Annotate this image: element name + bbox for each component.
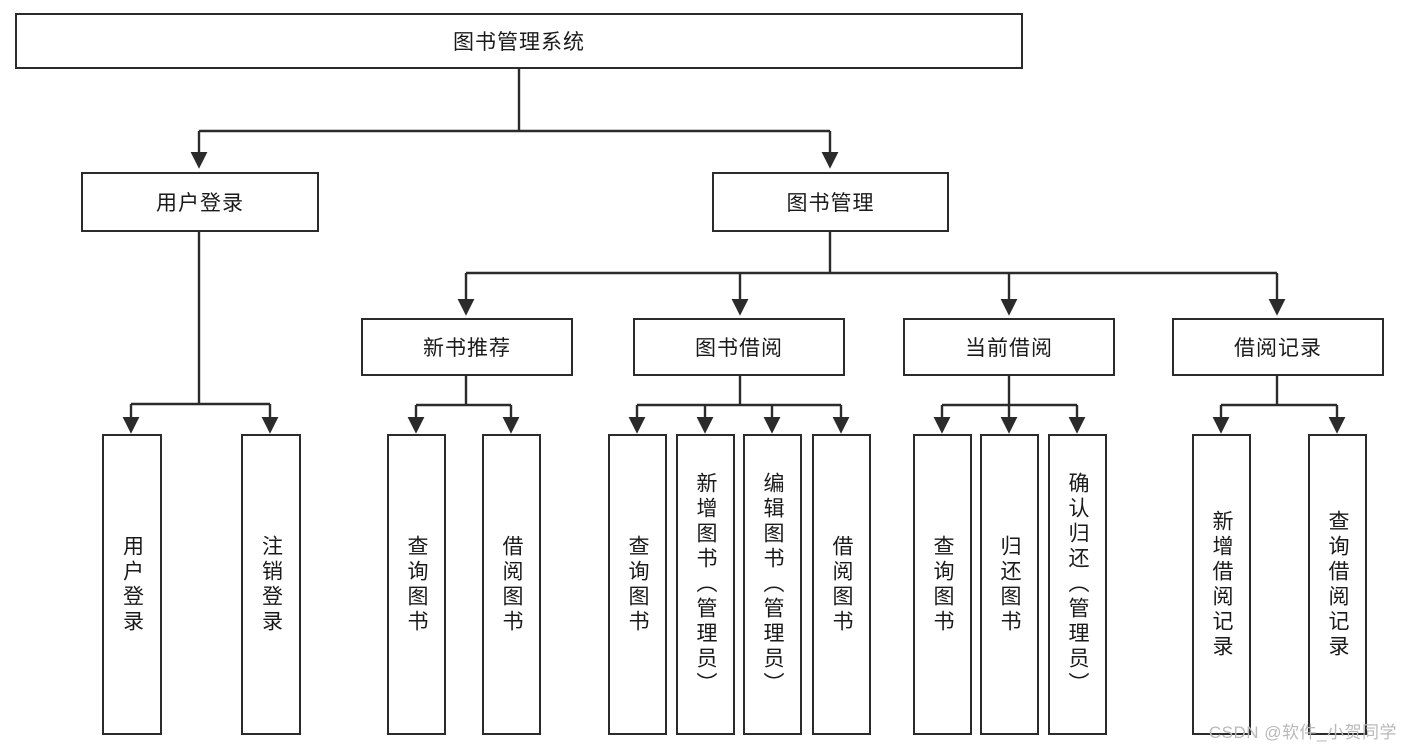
leaf-recommend-query-book[interactable]: 查询图书 bbox=[387, 434, 446, 735]
leaf-record-add[interactable]: 新增借阅记录 bbox=[1192, 434, 1251, 735]
leaf-current-confirm-return-label: 确认归还（管理员） bbox=[1066, 472, 1089, 697]
node-current-borrow[interactable]: 当前借阅 bbox=[903, 318, 1115, 376]
leaf-borrow-edit-book[interactable]: 编辑图书（管理员） bbox=[743, 434, 802, 735]
node-new-book-recommend[interactable]: 新书推荐 bbox=[361, 318, 573, 376]
leaf-record-add-label: 新增借阅记录 bbox=[1210, 509, 1233, 660]
leaf-borrow-borrow-book[interactable]: 借阅图书 bbox=[812, 434, 871, 735]
leaf-borrow-edit-book-label: 编辑图书（管理员） bbox=[761, 472, 784, 697]
leaf-current-query-book-label: 查询图书 bbox=[931, 534, 954, 635]
leaf-current-return-book-label: 归还图书 bbox=[998, 534, 1021, 635]
node-user-login[interactable]: 用户登录 bbox=[81, 172, 319, 232]
leaf-user-login[interactable]: 用户登录 bbox=[102, 434, 162, 735]
leaf-borrow-add-book-label: 新增图书（管理员） bbox=[694, 472, 717, 697]
leaf-current-return-book[interactable]: 归还图书 bbox=[980, 434, 1039, 735]
leaf-borrow-add-book[interactable]: 新增图书（管理员） bbox=[676, 434, 735, 735]
leaf-borrow-borrow-book-label: 借阅图书 bbox=[830, 534, 853, 635]
node-book-borrow[interactable]: 图书借阅 bbox=[633, 318, 845, 376]
leaf-record-query-label: 查询借阅记录 bbox=[1326, 509, 1349, 660]
node-book-manage[interactable]: 图书管理 bbox=[712, 172, 949, 232]
leaf-logout-label: 注销登录 bbox=[259, 534, 283, 635]
leaf-borrow-query-book[interactable]: 查询图书 bbox=[608, 434, 667, 735]
leaf-user-login-label: 用户登录 bbox=[120, 534, 144, 635]
leaf-record-query[interactable]: 查询借阅记录 bbox=[1308, 434, 1367, 735]
csdn-watermark: CSDN @软件_小贺同学 bbox=[1208, 723, 1397, 742]
leaf-borrow-query-book-label: 查询图书 bbox=[626, 534, 649, 635]
leaf-recommend-borrow-book-label: 借阅图书 bbox=[500, 534, 523, 635]
leaf-recommend-borrow-book[interactable]: 借阅图书 bbox=[482, 434, 541, 735]
node-borrow-record[interactable]: 借阅记录 bbox=[1172, 318, 1384, 376]
leaf-current-confirm-return[interactable]: 确认归还（管理员） bbox=[1048, 434, 1107, 735]
leaf-current-query-book[interactable]: 查询图书 bbox=[913, 434, 972, 735]
node-root[interactable]: 图书管理系统 bbox=[15, 13, 1023, 69]
leaf-recommend-query-book-label: 查询图书 bbox=[405, 534, 428, 635]
leaf-logout[interactable]: 注销登录 bbox=[241, 434, 301, 735]
